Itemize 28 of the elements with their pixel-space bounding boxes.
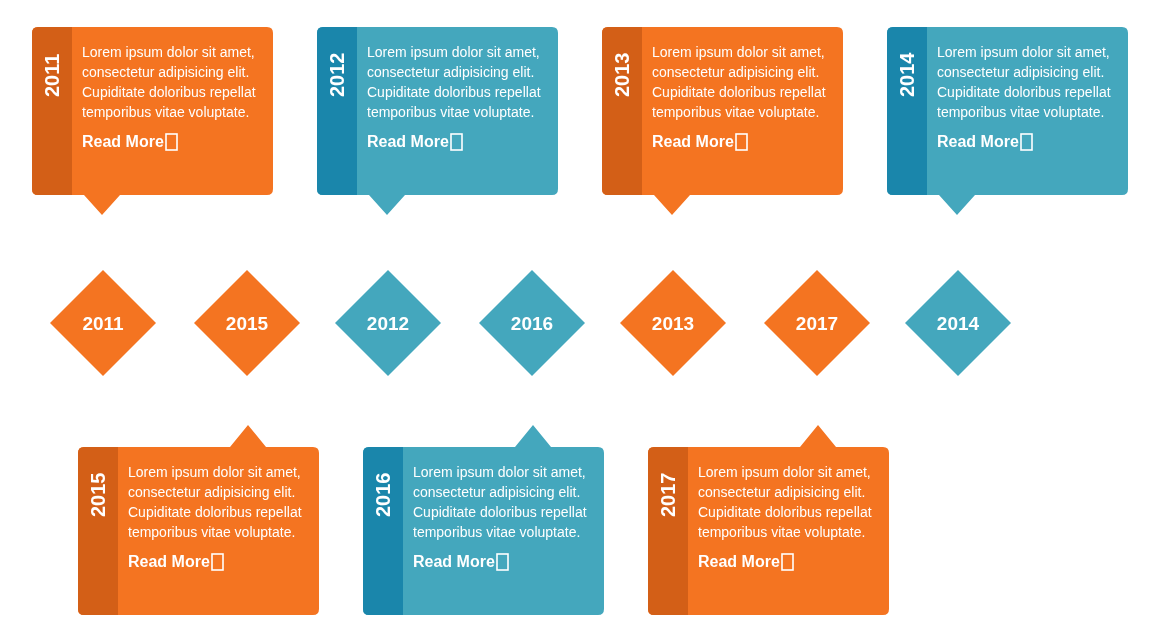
year-label: 2016 [510, 313, 554, 335]
year-label: 2015 [225, 313, 269, 335]
year-label: 2011 [82, 313, 124, 335]
year-label: 2013 [651, 313, 695, 335]
year-label: 2012 [326, 52, 348, 97]
description-text: Lorem ipsum dolor sit amet, consectetur adipisicing elit. Cupiditate doloribus repellat temporibus vitae voluptate. [128, 463, 303, 542]
description-text: Lorem ipsum dolor sit amet, consectetur adipisicing elit. Cupiditate doloribus repellat temporibus vitae voluptate. [82, 43, 257, 122]
read-more-link: Read More [128, 552, 210, 572]
read-more-link: Read More [82, 132, 164, 152]
year-label: 2016 [372, 472, 394, 517]
year-label: 2015 [87, 472, 109, 517]
read-more-link: Read More [367, 132, 449, 152]
description-text: Lorem ipsum dolor sit amet, consectetur adipisicing elit. Cupiditate doloribus repellat temporibus vitae voluptate. [698, 463, 873, 542]
read-more-link: Read More [413, 552, 495, 572]
read-more-link: Read More [652, 132, 734, 152]
year-label: 2012 [366, 313, 410, 335]
year-label: 2013 [611, 52, 633, 97]
year-label: 2017 [795, 313, 839, 335]
year-label: 2011 [41, 53, 63, 97]
read-more-link: Read More [937, 132, 1019, 152]
year-label: 2014 [896, 52, 918, 97]
description-text: Lorem ipsum dolor sit amet, consectetur adipisicing elit. Cupiditate doloribus repellat temporibus vitae voluptate. [413, 463, 588, 542]
description-text: Lorem ipsum dolor sit amet, consectetur adipisicing elit. Cupiditate doloribus repellat temporibus vitae voluptate. [937, 43, 1112, 122]
description-text: Lorem ipsum dolor sit amet, consectetur adipisicing elit. Cupiditate doloribus repellat temporibus vitae voluptate. [367, 43, 542, 122]
year-label: 2017 [657, 472, 679, 517]
description-text: Lorem ipsum dolor sit amet, consectetur adipisicing elit. Cupiditate doloribus repellat temporibus vitae voluptate. [652, 43, 827, 122]
read-more-link: Read More [698, 552, 780, 572]
year-label: 2014 [936, 313, 980, 335]
